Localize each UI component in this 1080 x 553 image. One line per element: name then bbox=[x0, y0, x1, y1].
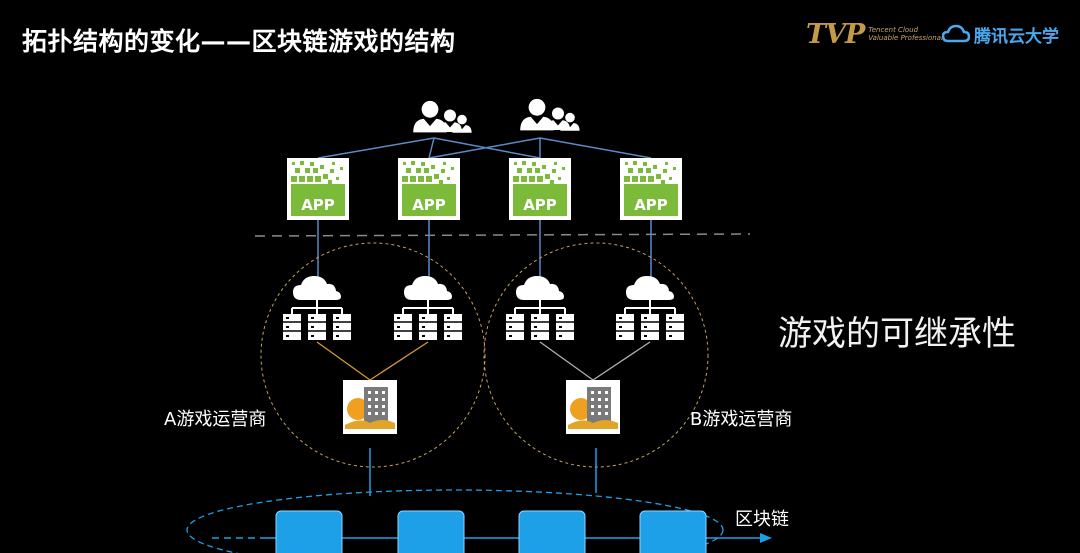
side-caption: 游戏的可继承性 bbox=[778, 314, 1016, 354]
block bbox=[518, 510, 586, 553]
tencent-cloud-text: 腾讯云大学 bbox=[974, 26, 1059, 47]
app-label: APP bbox=[301, 196, 335, 214]
user-app-connectors bbox=[317, 137, 652, 159]
app-label: APP bbox=[634, 196, 668, 214]
blockchain-boundary bbox=[186, 489, 724, 553]
user-group-icon bbox=[413, 100, 472, 133]
block bbox=[397, 510, 465, 553]
tencent-cloud-logo: 腾讯云大学 bbox=[942, 22, 1059, 47]
block bbox=[275, 510, 343, 553]
operator-a-connectors bbox=[316, 341, 429, 381]
layer-divider bbox=[254, 233, 751, 237]
block bbox=[639, 510, 707, 553]
blockchain-label: 区块链 bbox=[735, 509, 789, 530]
operator-chain-connectors bbox=[369, 448, 597, 496]
app-label: APP bbox=[412, 196, 446, 214]
tvp-logo: TVP Tencent Cloud Valuable Professional bbox=[806, 18, 948, 50]
operator-b-label: B游戏运营商 bbox=[690, 409, 793, 430]
building-icon bbox=[566, 380, 620, 434]
operator-a-label: A游戏运营商 bbox=[164, 409, 267, 430]
cloud-server-icon bbox=[282, 275, 352, 341]
tvp-logo-subtitle: Tencent Cloud Valuable Professional bbox=[868, 26, 943, 42]
cloud-logo-icon bbox=[942, 24, 970, 43]
cloud-server-icon bbox=[505, 275, 575, 341]
app-label: APP bbox=[523, 196, 557, 214]
user-group-icon bbox=[520, 98, 580, 131]
tvp-logo-mark: TVP bbox=[806, 18, 865, 50]
building-icon bbox=[343, 380, 397, 434]
operator-b-connectors bbox=[539, 341, 651, 381]
app-server-connectors bbox=[317, 220, 652, 278]
blockchain-blocks bbox=[275, 510, 707, 553]
operator-a-boundary bbox=[260, 242, 486, 468]
cloud-server-icon bbox=[393, 275, 463, 341]
cloud-server-icon bbox=[615, 275, 685, 341]
page-title: 拓扑结构的变化——区块链游戏的结构 bbox=[22, 27, 456, 56]
